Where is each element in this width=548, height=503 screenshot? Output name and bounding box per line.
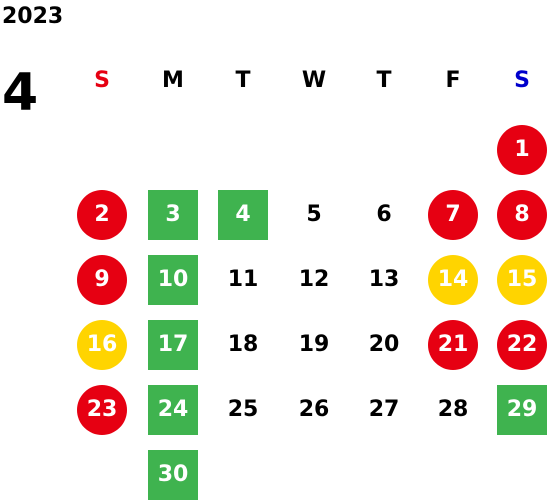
day-cell-28[interactable]: 28 (437, 397, 469, 422)
weekday-label: W (301, 68, 327, 93)
weekday-label: T (235, 68, 251, 93)
day-cell-30[interactable]: 30 (148, 450, 198, 500)
day-cell-5[interactable]: 5 (306, 202, 322, 227)
weekday-label: M (162, 68, 184, 93)
day-cell-20[interactable]: 20 (368, 332, 400, 357)
weekday-label: S (514, 68, 530, 93)
calendar-year: 2023 (2, 4, 64, 29)
day-cell-12[interactable]: 12 (298, 267, 330, 292)
day-cell-10[interactable]: 10 (148, 255, 198, 305)
day-cell-25[interactable]: 25 (227, 397, 259, 422)
day-cell-11[interactable]: 11 (227, 267, 259, 292)
day-cell-27[interactable]: 27 (368, 397, 400, 422)
day-cell-8[interactable]: 8 (497, 190, 547, 240)
day-cell-29[interactable]: 29 (497, 385, 547, 435)
day-cell-21[interactable]: 21 (428, 320, 478, 370)
weekday-label: S (94, 68, 110, 93)
day-cell-13[interactable]: 13 (368, 267, 400, 292)
day-cell-7[interactable]: 7 (428, 190, 478, 240)
day-cell-17[interactable]: 17 (148, 320, 198, 370)
day-cell-16[interactable]: 16 (77, 320, 127, 370)
day-cell-22[interactable]: 22 (497, 320, 547, 370)
day-cell-23[interactable]: 23 (77, 385, 127, 435)
day-cell-2[interactable]: 2 (77, 190, 127, 240)
day-cell-15[interactable]: 15 (497, 255, 547, 305)
day-cell-6[interactable]: 6 (376, 202, 392, 227)
day-cell-26[interactable]: 26 (298, 397, 330, 422)
weekday-label: T (376, 68, 392, 93)
day-cell-19[interactable]: 19 (298, 332, 330, 357)
day-cell-9[interactable]: 9 (77, 255, 127, 305)
calendar-month: 4 (2, 63, 39, 123)
day-cell-24[interactable]: 24 (148, 385, 198, 435)
day-cell-14[interactable]: 14 (428, 255, 478, 305)
day-cell-18[interactable]: 18 (227, 332, 259, 357)
day-cell-4[interactable]: 4 (218, 190, 268, 240)
day-cell-3[interactable]: 3 (148, 190, 198, 240)
weekday-label: F (445, 68, 461, 93)
day-cell-1[interactable]: 1 (497, 125, 547, 175)
